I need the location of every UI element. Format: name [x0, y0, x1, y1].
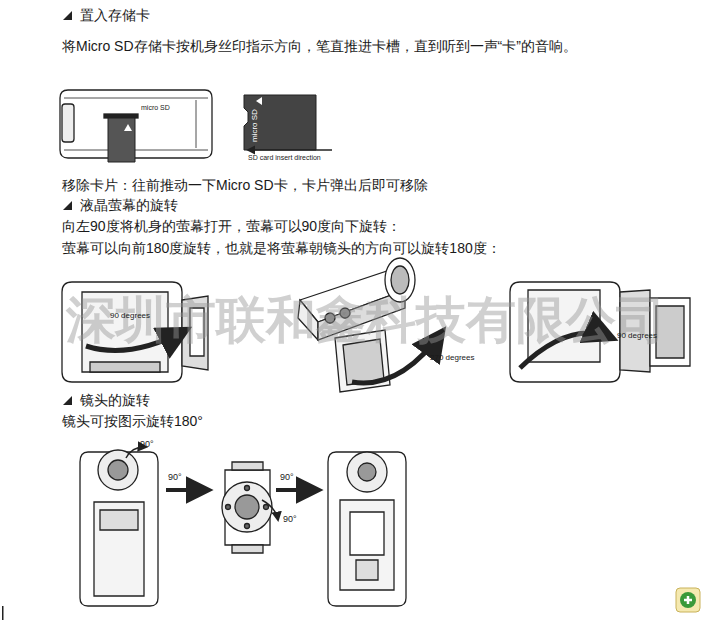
- camera-lens-up: [80, 450, 158, 606]
- micro-sd-card: [244, 95, 316, 150]
- angle-label: 90°: [168, 472, 182, 483]
- watermark: 深圳市联和鑫科技有限公司: [66, 290, 666, 350]
- inserted-card: [108, 118, 135, 162]
- section-heading: 置入存储卡: [80, 7, 150, 24]
- camera-lens-front: [222, 462, 272, 553]
- section-heading: 液晶萤幕的旋转: [80, 197, 178, 214]
- angle-label: 90°: [280, 472, 294, 483]
- step-arrow: [276, 488, 318, 492]
- instruction-text: 萤幕可以向前180度旋转，也就是将萤幕朝镜头的方向可以旋转180度：: [62, 240, 501, 257]
- angle-label: 90 degrees: [617, 331, 657, 341]
- step-arrow: [166, 488, 208, 492]
- device-body: [60, 90, 212, 158]
- insert-arrow: [248, 149, 332, 150]
- rotation-arrow: [262, 500, 278, 520]
- edge-mark: [2, 606, 4, 620]
- angle-label: 90 degrees: [110, 311, 150, 321]
- instruction-text: 将Micro SD存储卡按机身丝印指示方向，笔直推进卡槽，直到听到一声“卡”的音…: [62, 38, 577, 55]
- direction-label: SD card insert direction: [248, 154, 321, 162]
- camera-lens-back: [328, 452, 406, 606]
- card-marking: micro SD: [250, 109, 260, 142]
- angle-label: 270 degrees: [430, 353, 474, 363]
- section-bullet: [63, 201, 72, 210]
- instruction-text: 镜头可按图示旋转180°: [62, 413, 203, 430]
- card-direction-mark: [124, 124, 132, 131]
- angle-label: 90°: [140, 439, 154, 450]
- instruction-text: 移除卡片：往前推动一下Micro SD卡，卡片弹出后即可移除: [62, 177, 428, 194]
- angle-label: 90°: [283, 514, 297, 525]
- instruction-text: 向左90度将机身的萤幕打开，萤幕可以90度向下旋转：: [62, 218, 401, 235]
- corner-icon: [676, 588, 700, 612]
- card-direction-mark: [256, 97, 262, 105]
- section-bullet: [63, 11, 72, 20]
- section-bullet: [63, 396, 72, 405]
- section-heading: 镜头的旋转: [80, 392, 150, 409]
- slot-marking: micro SD: [141, 104, 170, 112]
